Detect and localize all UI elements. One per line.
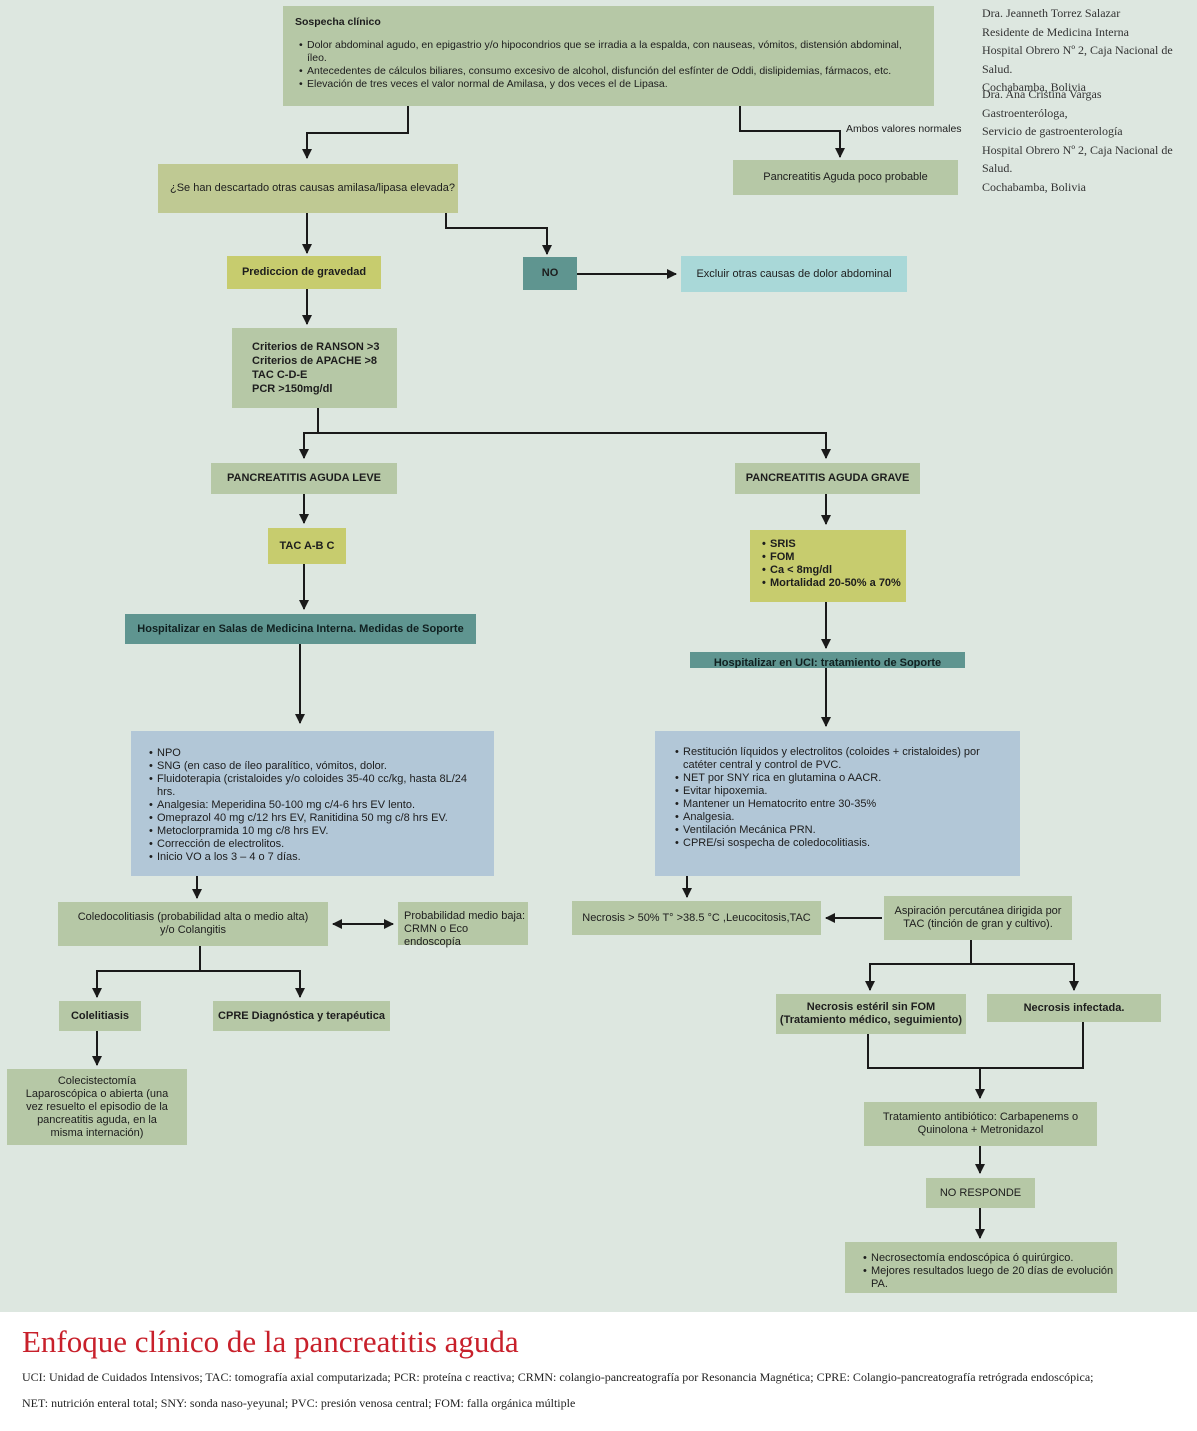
tratamiento-leve-item: Corrección de electrolitos. bbox=[149, 838, 486, 851]
no-responde-box: NO RESPONDE bbox=[926, 1178, 1035, 1208]
abbreviations-line-2: NET: nutrición enteral total; SNY: sonda… bbox=[22, 1396, 576, 1410]
sris-box: SRIS FOM Ca < 8mg/dl Mortalidad 20-50% a… bbox=[750, 530, 906, 602]
descartado-question-box: ¿Se han descartado otras causas amilasa/… bbox=[158, 164, 458, 213]
necrosis-esteril-box: Necrosis estéril sin FOM (Tratamiento mé… bbox=[776, 994, 966, 1034]
abbreviations-line-1: UCI: Unidad de Cuidados Intensivos; TAC:… bbox=[22, 1370, 1094, 1384]
tratamiento-leve-item: Metoclorpramida 10 mg c/8 hrs EV. bbox=[149, 825, 486, 838]
author-2-line: Hospital Obrero Nº 2, Caja Nacional de S… bbox=[982, 142, 1173, 176]
no-box: NO bbox=[523, 257, 577, 290]
aspiracion-box: Aspiración percutánea dirigida por TAC (… bbox=[884, 896, 1072, 940]
sris-item: Ca < 8mg/dl bbox=[762, 564, 906, 577]
sospecha-item: Antecedentes de cálculos biliares, consu… bbox=[299, 65, 922, 78]
tratamiento-leve-item: NPO bbox=[149, 747, 486, 760]
author-1-line: Residente de Medicina Interna bbox=[982, 24, 1129, 39]
sospecha-item: Dolor abdominal agudo, en epigastrio y/o… bbox=[299, 39, 922, 65]
author-2-line: Gastroenteróloga, bbox=[982, 105, 1068, 120]
author-2-line: Dra. Ana Cristina Vargas bbox=[982, 87, 1102, 101]
arrow-coledoco-to-cpre bbox=[200, 970, 305, 998]
necrosis-infectada-box: Necrosis infectada. bbox=[987, 994, 1161, 1022]
necrosectomia-item: Mejores resultados luego de 20 días de e… bbox=[863, 1265, 1117, 1291]
tratamiento-grave-item: Mantener un Hematocrito entre 30-35% bbox=[675, 798, 1010, 811]
poco-probable-box: Pancreatitis Aguda poco probable bbox=[733, 160, 958, 195]
criterio-item: Criterios de APACHE >8 bbox=[252, 355, 378, 367]
flowchart-canvas bbox=[0, 0, 1197, 1312]
criterio-item: PCR >150mg/dl bbox=[252, 383, 333, 395]
tratamiento-leve-item: SNG (en caso de íleo paralítico, vómitos… bbox=[149, 760, 486, 773]
sris-item: SRIS bbox=[762, 538, 906, 551]
author-1-line: Dra. Jeanneth Torrez Salazar bbox=[982, 6, 1121, 20]
cpre-box: CPRE Diagnóstica y terapéutica bbox=[213, 1001, 390, 1031]
author-2-block: Dra. Ana Cristina Vargas Gastroenterólog… bbox=[982, 85, 1197, 197]
tratamiento-grave-item: NET por SNY rica en glutamina o AACR. bbox=[675, 772, 1010, 785]
author-1-line: Cochabamba, Bolivia bbox=[982, 80, 1086, 95]
arrow-coledoco-to-colelitiasis bbox=[92, 946, 201, 998]
tratamiento-grave-item: Ventilación Mecánica PRN. bbox=[675, 824, 1010, 837]
necrosectomia-item: Necrosectomía endoscópica ó quirúrgico. bbox=[863, 1252, 1117, 1265]
coledocolitiasis-box: Coledocolitiasis (probabilidad alta o me… bbox=[58, 902, 328, 946]
criterios-box: Criterios de RANSON >3 Criterios de APAC… bbox=[232, 328, 397, 408]
arrow-descartado-to-no bbox=[445, 213, 552, 255]
figure-title: Enfoque clínico de la pancreatitis aguda bbox=[22, 1324, 519, 1359]
arrow-infectada-to-antibiotico bbox=[980, 1022, 1084, 1069]
arrow-aspiracion-to-infectada bbox=[971, 963, 1079, 991]
author-1-line: Hospital Obrero Nº 2, Caja Nacional de S… bbox=[982, 43, 1173, 76]
pancreatitis-leve-box: PANCREATITIS AGUDA LEVE bbox=[211, 463, 397, 494]
arrow-sospecha-to-descartado bbox=[302, 106, 409, 159]
tratamiento-grave-item: Restitución líquidos y electrolitos (col… bbox=[675, 746, 1010, 772]
excluir-causas-box: Excluir otras causas de dolor abdominal bbox=[681, 256, 907, 292]
probabilidad-medio-baja-box: Probabilidad medio baja: CRMN o Eco endo… bbox=[398, 902, 528, 948]
author-2-line: Cochabamba, Bolivia bbox=[982, 179, 1086, 194]
necrosis-50-box: Necrosis > 50% T° >38.5 °C ,Leucocitosis… bbox=[572, 901, 821, 935]
tratamiento-grave-item: Evitar hipoxemia. bbox=[675, 785, 1010, 798]
tratamiento-leve-item: Analgesia: Meperidina 50-100 mg c/4-6 hr… bbox=[149, 799, 486, 812]
arrow-aspiracion-to-esteril bbox=[865, 940, 972, 991]
tratamiento-leve-item: Fluidoterapia (cristaloides y/o coloides… bbox=[149, 773, 486, 799]
tratamiento-leve-item: Inicio VO a los 3 – 4 o 7 días. bbox=[149, 851, 486, 864]
arrow-sospecha-to-poco-probable bbox=[739, 106, 845, 158]
pancreatitis-grave-box: PANCREATITIS AGUDA GRAVE bbox=[735, 463, 920, 494]
tratamiento-grave-box: Restitución líquidos y electrolitos (col… bbox=[655, 731, 1020, 876]
tratamiento-grave-item: Analgesia. bbox=[675, 811, 1010, 824]
tac-abc-box: TAC A-B C bbox=[268, 528, 346, 564]
author-2-line: Servicio de gastroenterología bbox=[982, 124, 1123, 139]
criterio-item: TAC C-D-E bbox=[252, 369, 308, 381]
colecistectomia-box: Colecistectomía Laparoscópica o abierta … bbox=[7, 1069, 187, 1145]
arrow-esteril-to-antibiotico bbox=[867, 1034, 985, 1099]
arrow-criterios-to-leve bbox=[299, 408, 319, 459]
connector-lines bbox=[92, 106, 1084, 1239]
tratamiento-leve-box: NPO SNG (en caso de íleo paralítico, vóm… bbox=[131, 731, 494, 876]
sospecha-clinica-box: Sospecha clínico Dolor abdominal agudo, … bbox=[283, 6, 934, 106]
colelitiasis-box: Colelitiasis bbox=[59, 1001, 141, 1031]
hospitalizar-sala-box: Hospitalizar en Salas de Medicina Intern… bbox=[125, 614, 476, 644]
sospecha-item: Elevación de tres veces el valor normal … bbox=[299, 78, 922, 91]
criterio-item: Criterios de RANSON >3 bbox=[252, 341, 380, 353]
tratamiento-antibiotico-box: Tratamiento antibiótico: Carbapenems o Q… bbox=[864, 1102, 1097, 1146]
prediccion-gravedad-box: Prediccion de gravedad bbox=[227, 256, 381, 289]
arrow-criterios-to-grave bbox=[318, 432, 831, 459]
tratamiento-leve-item: Omeprazol 40 mg c/12 hrs EV, Ranitidina … bbox=[149, 812, 486, 825]
sospecha-title: Sospecha clínico bbox=[295, 16, 381, 28]
sris-item: Mortalidad 20-50% a 70% bbox=[762, 577, 906, 590]
author-1-block: Dra. Jeanneth Torrez Salazar Residente d… bbox=[982, 4, 1197, 97]
tratamiento-grave-item: CPRE/si sospecha de coledocolitiasis. bbox=[675, 837, 1010, 850]
sris-item: FOM bbox=[762, 551, 906, 564]
ambos-valores-label: Ambos valores normales bbox=[846, 123, 962, 135]
hospitalizar-uci-box: Hospitalizar en UCI: tratamiento de Sopo… bbox=[690, 652, 965, 668]
necrosectomia-box: Necrosectomía endoscópica ó quirúrgico. … bbox=[845, 1242, 1117, 1293]
